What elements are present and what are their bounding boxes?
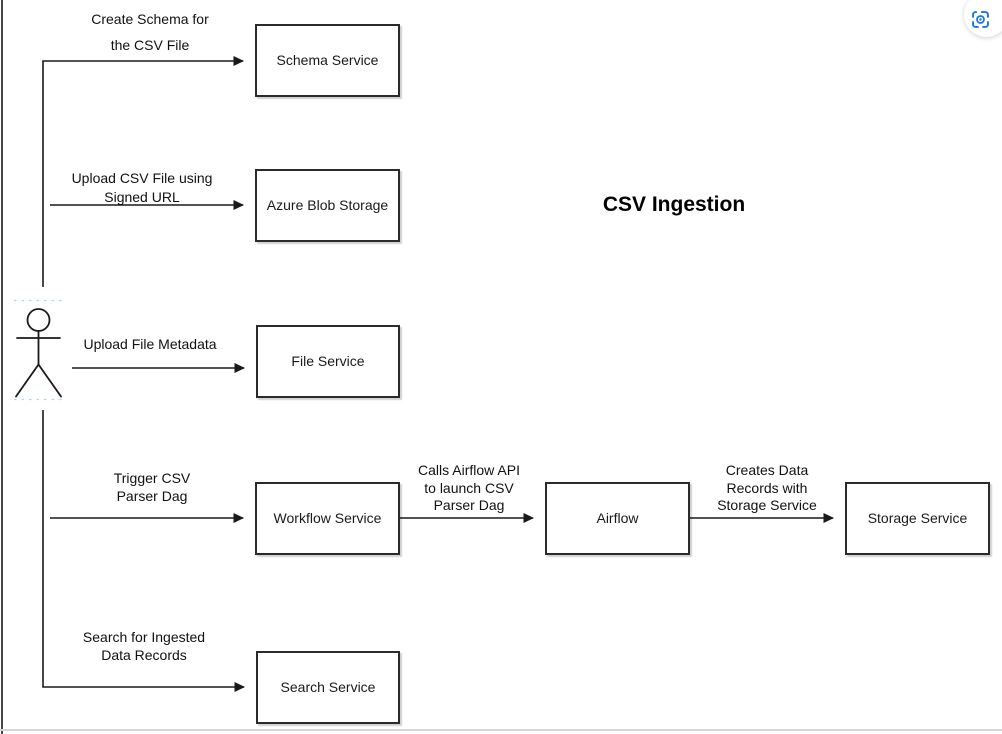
node-label: Search Service	[280, 679, 376, 695]
edge-label-search-records: Search for Ingested Data Records	[82, 629, 206, 663]
page-bottom-edge	[0, 729, 1002, 731]
edge-label-calls-airflow: Calls Airflow API to launch CSV Parser D…	[418, 462, 520, 513]
diagram-title: CSV Ingestion	[602, 193, 746, 216]
user-actor[interactable]	[15, 308, 62, 398]
node-label: Schema Service	[276, 52, 379, 68]
screen-capture-icon	[972, 11, 989, 28]
edge-label-trigger-dag: Trigger CSV Parser Dag	[113, 470, 191, 504]
edge-label-creates-records: Creates Data Records with Storage Servic…	[717, 462, 817, 513]
node-storage-service[interactable]: Storage Service	[845, 482, 990, 555]
node-label: Storage Service	[867, 510, 968, 526]
edge-label-upload-metadata: Upload File Metadata	[83, 336, 217, 352]
node-label: Azure Blob Storage	[266, 197, 389, 213]
page-left-border	[1, 0, 3, 734]
node-file-service[interactable]: File Service	[256, 325, 400, 398]
capture-button[interactable]	[964, 0, 1002, 37]
node-label: File Service	[291, 353, 365, 369]
node-airflow[interactable]: Airflow	[545, 482, 690, 555]
node-azure-blob-storage[interactable]: Azure Blob Storage	[255, 169, 400, 242]
node-label: Airflow	[596, 510, 639, 526]
edge-label-create-schema: Create Schema for the CSV File	[91, 11, 209, 53]
node-workflow-service[interactable]: Workflow Service	[255, 482, 400, 555]
node-search-service[interactable]: Search Service	[256, 651, 400, 724]
node-label: Workflow Service	[273, 510, 382, 526]
actor-selection-dashes	[14, 299, 64, 401]
node-schema-service[interactable]: Schema Service	[255, 24, 400, 97]
edge-label-upload-csv: Upload CSV File using Signed URL	[71, 170, 213, 205]
